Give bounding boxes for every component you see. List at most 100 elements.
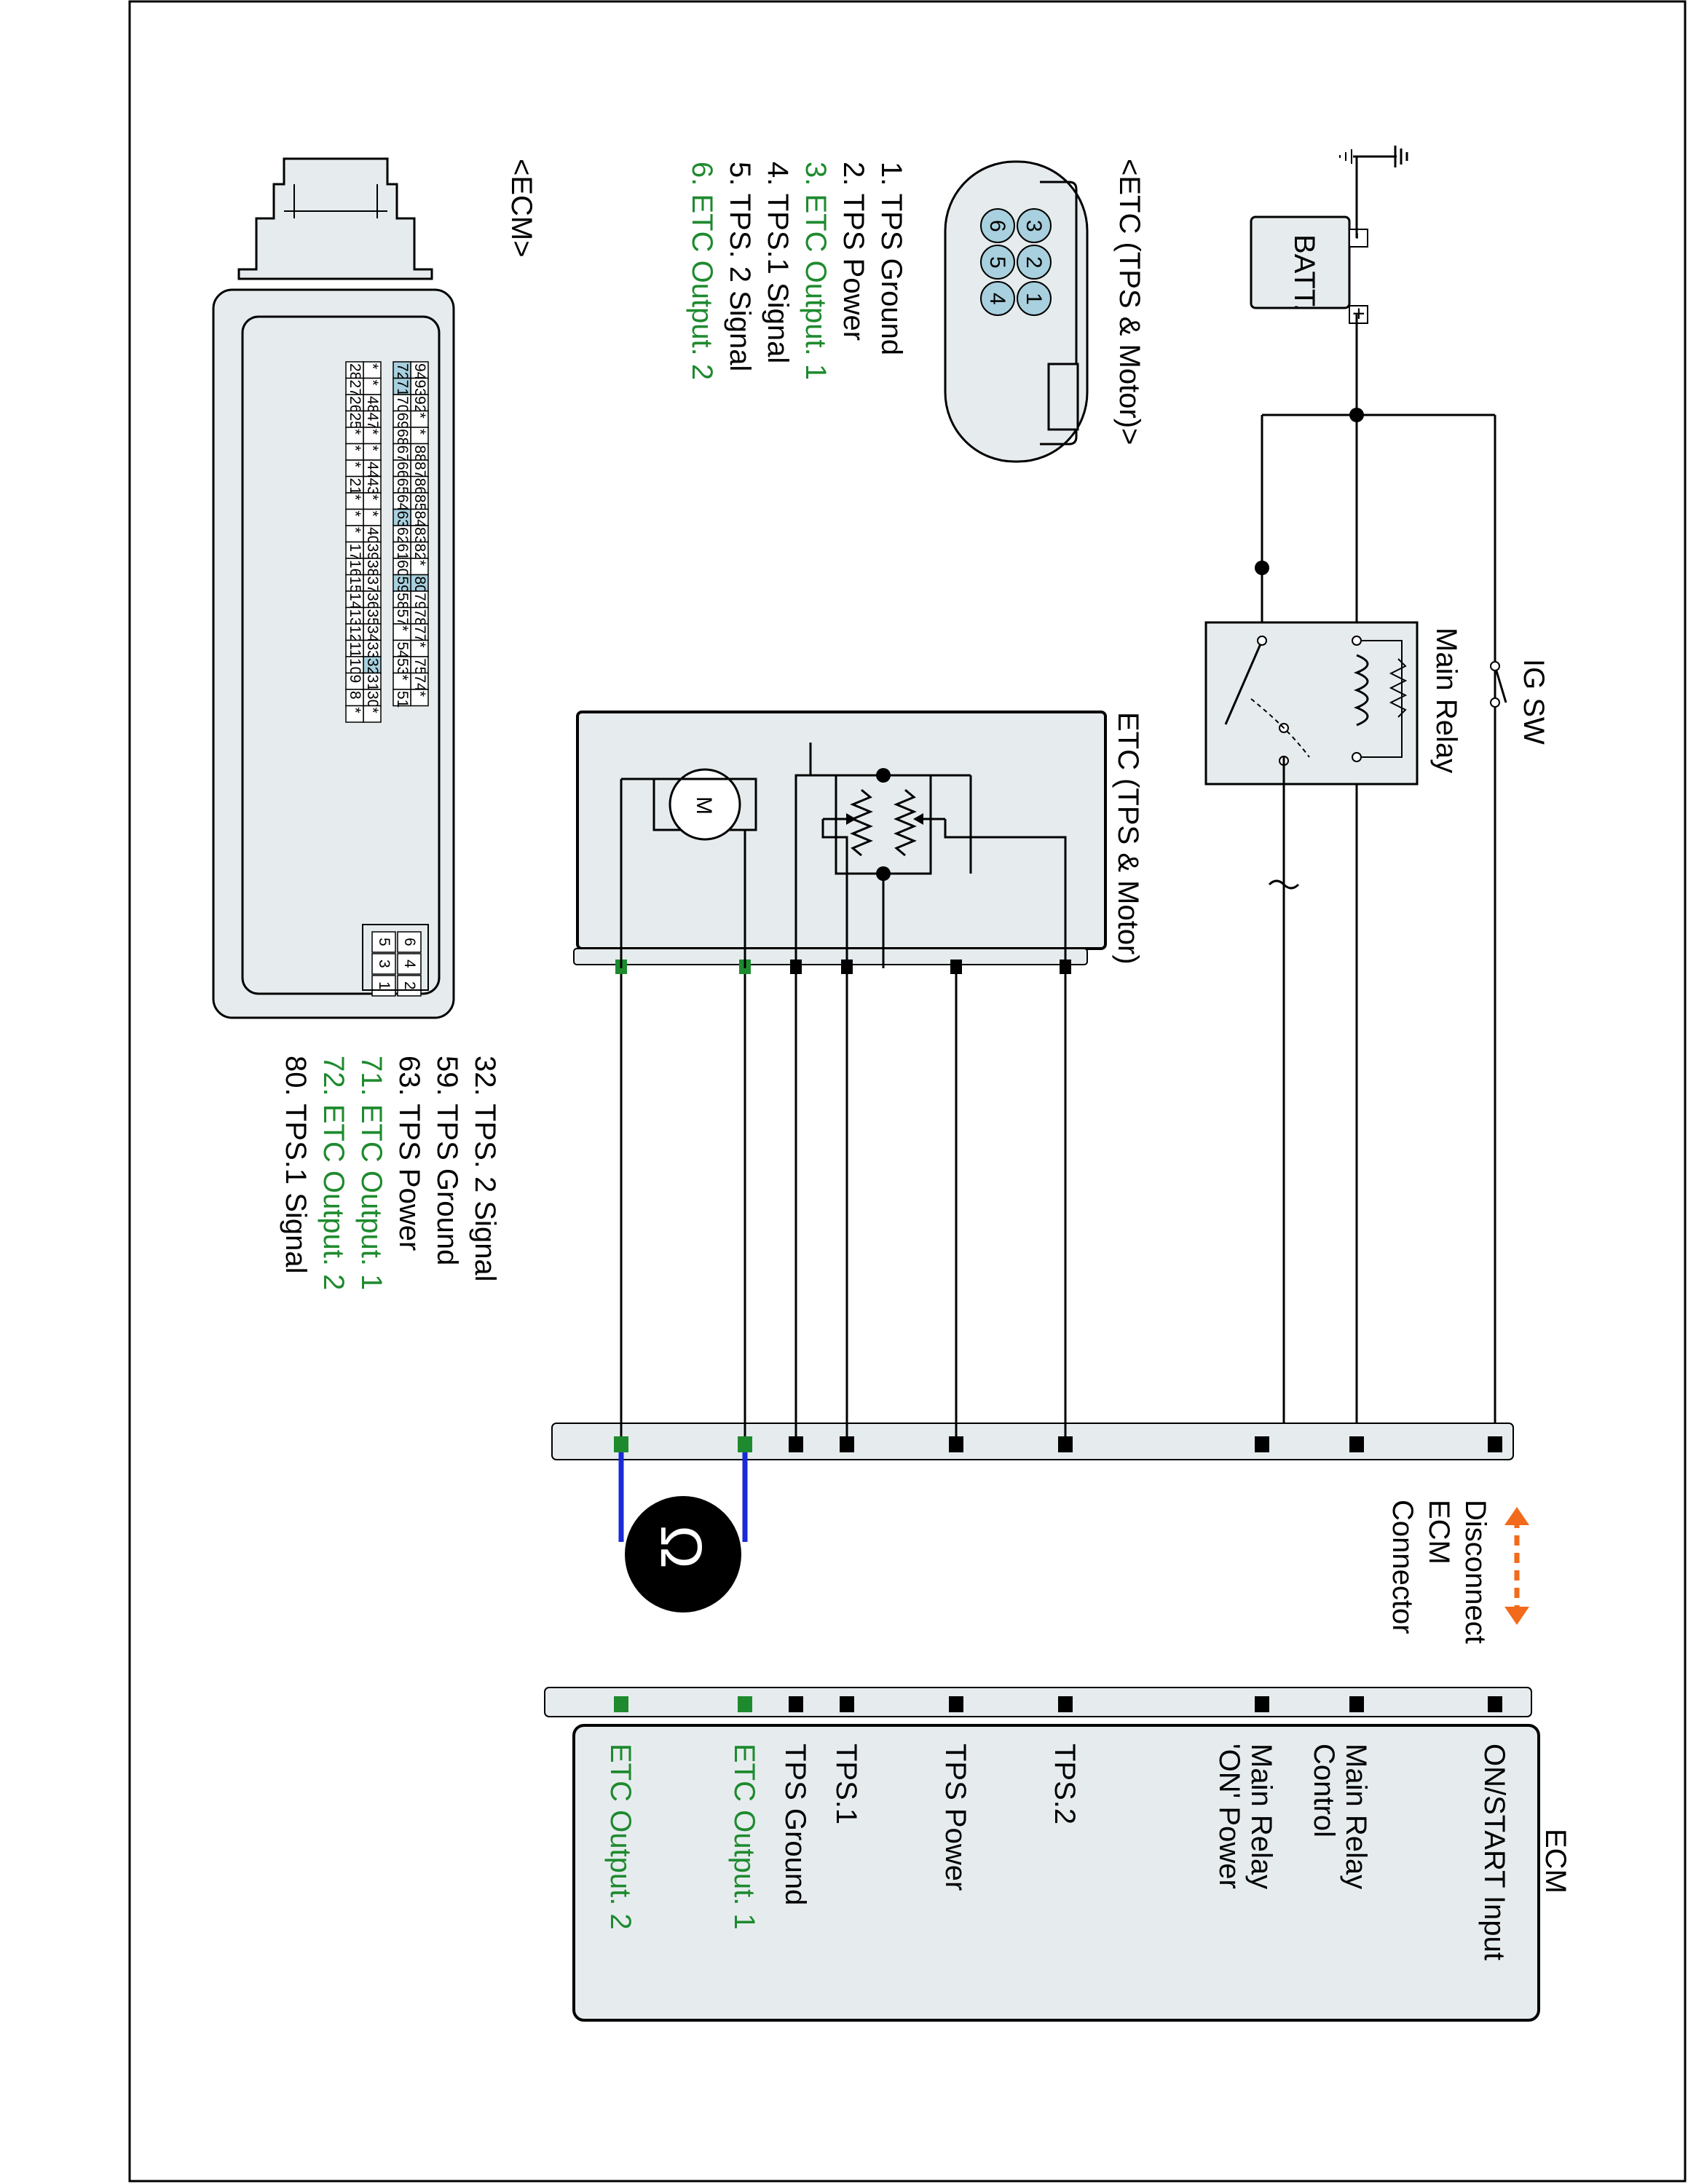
ecm-pin-number: 32: [364, 658, 381, 675]
ecm-pin-number: 82: [411, 544, 428, 561]
ecm-terminal-sublabel: Control: [1308, 1744, 1340, 1837]
ecm-pin-number: 61: [394, 544, 411, 561]
harness-terminal: [1349, 1436, 1364, 1452]
ecm-pin-number: 77: [411, 625, 428, 642]
ecm-terminal-sublabel: 'ON' Power: [1213, 1744, 1245, 1889]
battery-negative-terminal: [1349, 229, 1368, 248]
arrow-down-icon: [1504, 1607, 1529, 1625]
ecm-pin-number: 17: [347, 544, 363, 561]
harness-terminal: [614, 1436, 628, 1452]
ecm-pin-number: 93: [411, 380, 428, 397]
ecm-connector-body: 949392**88878685848382*80797877*7574*727…: [212, 157, 455, 1019]
arrow-up-icon: [1504, 1507, 1529, 1525]
ecm-pin-label: 80. TPS.1 Signal: [280, 1056, 312, 1273]
ecm-terminal: [840, 1696, 854, 1712]
ecm-pin-number: 54: [394, 642, 411, 660]
ecm-pin-number: 68: [394, 429, 411, 446]
harness-terminal: [789, 1436, 803, 1452]
ecm-power-pin: [397, 931, 422, 953]
ecm-pin-label: 63. TPS Power: [393, 1056, 425, 1251]
harness-terminal: [738, 1436, 752, 1452]
cavity-number: 3: [1022, 220, 1046, 232]
ecm-terminal: [949, 1696, 963, 1712]
ecm-power-pin: [397, 953, 422, 975]
ecm-terminal-label: Main Relay: [1245, 1744, 1277, 1889]
ecm-pin-number: 27: [347, 380, 363, 397]
battery-label: BATT.: [1288, 234, 1320, 312]
ecm-terminal-label: ETC Output. 2: [604, 1744, 636, 1930]
ecm-pin-number: 12: [347, 625, 363, 642]
ecm-pin-number: 75: [411, 658, 428, 675]
connector-cavity: [1017, 208, 1052, 243]
ecm-pin-number: 94: [411, 363, 428, 381]
ecm-pin-number: 36: [364, 593, 381, 609]
ecm-pin-number: *: [364, 429, 381, 435]
etc-pin-label: 1. TPS Ground: [875, 162, 907, 355]
ecm-power-pin-number: 6: [401, 938, 418, 946]
harness-connector-strip: [551, 1423, 1514, 1460]
ecm-pin-number: 58: [394, 593, 411, 609]
cavity-number: 4: [985, 293, 1009, 305]
ecm-pin-number: 25: [347, 413, 363, 430]
ecm-pin-number: 13: [347, 609, 363, 626]
cavity-number: 6: [985, 220, 1009, 232]
ecm-pin-grid: 949392**88878685848382*80797877*7574*727…: [345, 361, 429, 997]
ecm-pin-number: 21: [347, 478, 363, 495]
ecm-pin-number: 35: [364, 609, 381, 626]
ecm-pin-number: 85: [411, 494, 428, 511]
ecm-module-title: ECM: [1539, 1829, 1571, 1894]
ecm-pin-number: *: [347, 494, 363, 500]
ecm-pin-number: *: [394, 625, 411, 631]
ecm-pin-number: *: [394, 675, 411, 681]
connector-cavity: [980, 245, 1015, 280]
ecm-pin-number: *: [411, 413, 428, 419]
ecm-pin-number: 48: [364, 396, 381, 413]
ecm-pin-number: 63: [394, 511, 411, 528]
ecm-power-pin-number: 3: [376, 960, 393, 968]
ecm-power-pin-number: 5: [376, 938, 393, 946]
etc-terminal: [950, 960, 962, 974]
connector-cavity: [1017, 245, 1052, 280]
ecm-terminal: [1349, 1696, 1364, 1712]
ecm-pin-number: 57: [394, 609, 411, 626]
harness-terminal: [1488, 1436, 1502, 1452]
ecm-pin-number: 34: [364, 625, 381, 643]
ecm-pin-number: 70: [394, 396, 411, 413]
ecm-pin-label: 32. TPS. 2 Signal: [469, 1056, 501, 1282]
ecm-pin-number: 26: [347, 396, 363, 413]
ecm-pin-number: 69: [394, 413, 411, 430]
ecm-terminal-label: ETC Output. 1: [728, 1744, 760, 1930]
etc-pin-legend: 1. TPS Ground 2. TPS Power 3. ETC Output…: [686, 162, 907, 380]
ecm-pin-label-green: 72. ETC Output. 2: [318, 1056, 350, 1290]
ecm-pin-number: 78: [411, 609, 428, 626]
ecm-pin-number: 40: [364, 527, 381, 544]
ig-switch-label: IG SW: [1518, 659, 1550, 745]
ecm-pin-number: 66: [394, 462, 411, 478]
ecm-pin-number: 16: [347, 560, 363, 577]
etc-component-label: ETC (TPS & Motor): [1112, 712, 1144, 965]
ecm-pin-number: 62: [394, 527, 411, 544]
cavity-number: 5: [985, 256, 1009, 269]
rotated-layer: <ECM> 949392**88878685848382*80797877*75…: [212, 146, 1571, 2022]
ecm-pin-number: *: [411, 691, 428, 697]
ecm-power-pin-number: 2: [401, 981, 418, 990]
ecm-pin-number: *: [364, 446, 381, 451]
ecm-pin-number: 9: [347, 675, 363, 684]
ecm-pin-number: *: [347, 708, 363, 713]
ecm-connector-title: <ECM>: [505, 159, 537, 258]
etc-pin-label-green: 6. ETC Output. 2: [686, 162, 718, 380]
ecm-pin-number: 92: [411, 396, 428, 413]
ecm-pin-number: 67: [394, 446, 411, 462]
ecm-power-pin-number: 1: [376, 981, 393, 990]
main-relay: Main Relay: [1204, 621, 1462, 786]
ecm-terminal-label: Main Relay: [1340, 1744, 1372, 1889]
ecm-pin-number: *: [347, 511, 363, 517]
etc-pin-label-green: 3. ETC Output. 1: [800, 162, 832, 380]
ohm-label: Ω: [649, 1525, 714, 1569]
svg-text:-: -: [1346, 232, 1370, 240]
connector-cavity: [980, 281, 1015, 316]
connector-cavity: [1017, 281, 1052, 316]
ecm-pin-number: 65: [394, 478, 411, 495]
disconnect-line-3: Connector: [1387, 1500, 1419, 1634]
ecm-terminal: [1058, 1696, 1073, 1712]
